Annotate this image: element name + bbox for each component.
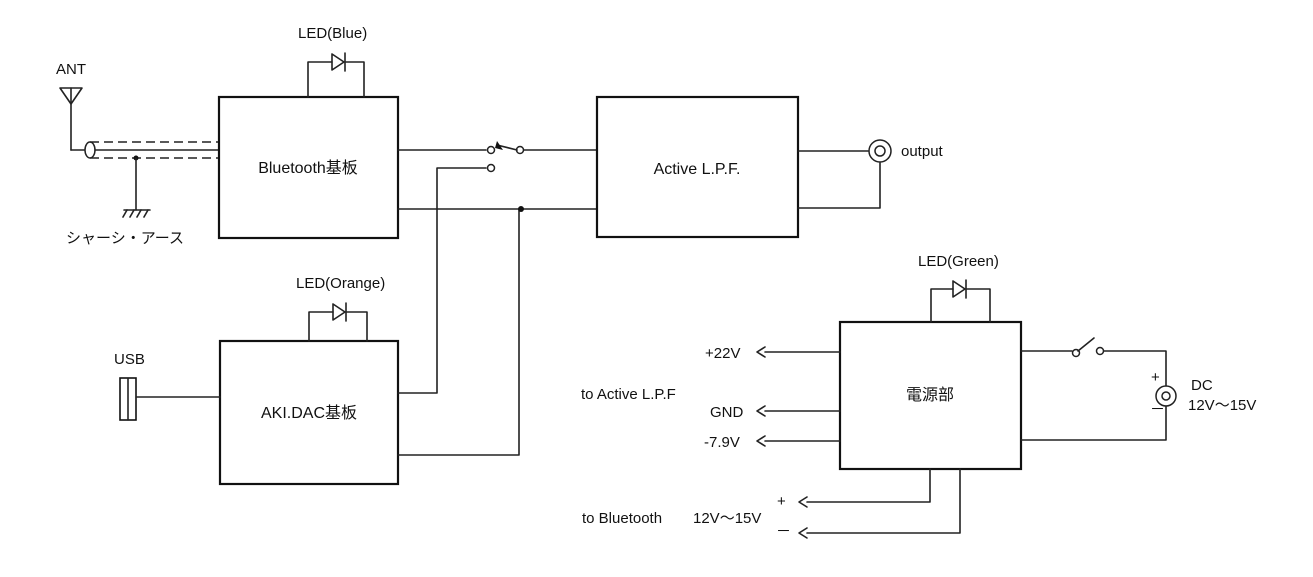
dc-label: DC: [1191, 377, 1213, 394]
dc-voltage-label: 12V～15V: [1188, 397, 1256, 414]
antenna-icon: [59, 87, 89, 151]
bt-plus-label: +: [777, 493, 786, 510]
minus79v-label: -7.9V: [704, 434, 740, 451]
active-lpf-label: Active L.P.F.: [654, 161, 741, 178]
selector-switch-icon: [486, 141, 525, 212]
power-switch-icon: [1020, 337, 1167, 387]
usb-connector-icon: [119, 377, 221, 421]
active-lpf-block: [595, 95, 800, 239]
gnd-label: GND: [710, 404, 744, 421]
led-orange-icon: [308, 302, 368, 342]
led-blue-label: LED(Blue): [298, 25, 367, 42]
ant-label: ANT: [56, 61, 86, 78]
power-output-terminals: [756, 346, 841, 447]
usb-label: USB: [114, 351, 145, 368]
power-supply-label: 電源部: [906, 386, 954, 404]
bluetooth-board-label: Bluetooth基板: [258, 159, 358, 177]
signal-wires: [397, 149, 598, 456]
bt-minus-label: －: [776, 523, 791, 540]
dc-jack-icon: [1020, 385, 1177, 441]
led-green-icon: [930, 279, 991, 323]
output-label: output: [901, 143, 944, 160]
output-jack-icon: [797, 139, 892, 209]
dc-minus-label: －: [1150, 401, 1165, 418]
power-supply-block: [838, 320, 1023, 471]
to-active-lpf-label: to Active L.P.F: [581, 386, 676, 403]
plus22v-label: +22V: [705, 345, 740, 362]
dc-plus-label: +: [1151, 369, 1160, 386]
dac-board-label: AKI.DAC基板: [261, 404, 357, 422]
bt-voltage-label: 12V～15V: [693, 510, 761, 527]
chassis-ground-icon: [122, 155, 151, 218]
to-bluetooth-label: to Bluetooth: [582, 510, 662, 527]
coax-cable-icon: [84, 141, 221, 159]
bluetooth-power-terminals: [798, 468, 961, 539]
led-green-label: LED(Green): [918, 253, 999, 270]
dac-board-block: [218, 339, 400, 486]
chassis-ground-label: シャーシ・アース: [66, 230, 184, 247]
led-orange-label: LED(Orange): [296, 275, 385, 292]
bluetooth-board-block: [217, 95, 400, 240]
led-blue-icon: [307, 52, 365, 98]
